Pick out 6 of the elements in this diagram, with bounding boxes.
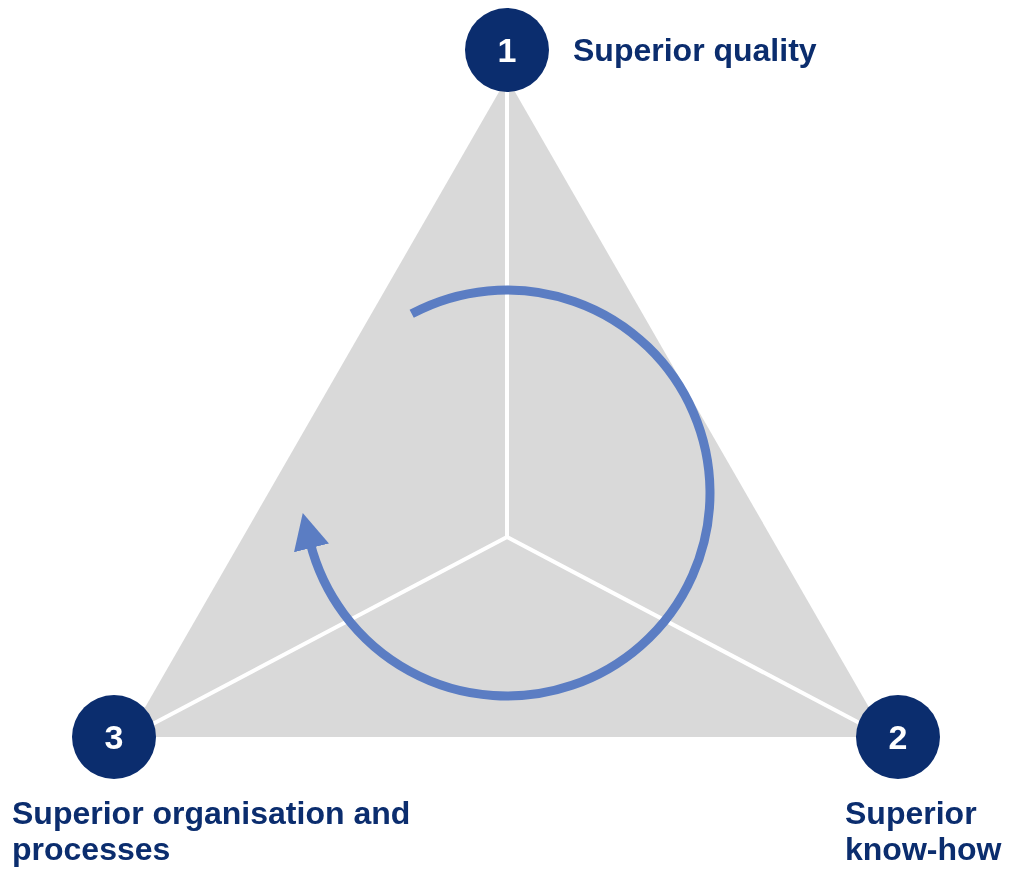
node-label: Superior know-how <box>845 795 1003 867</box>
node-label: Superior quality <box>573 32 818 68</box>
number-circle: 3 <box>72 695 156 779</box>
number-circle: 1 <box>465 8 549 92</box>
number-circle: 2 <box>856 695 940 779</box>
node-label: Superior organisation and processes <box>12 795 412 867</box>
